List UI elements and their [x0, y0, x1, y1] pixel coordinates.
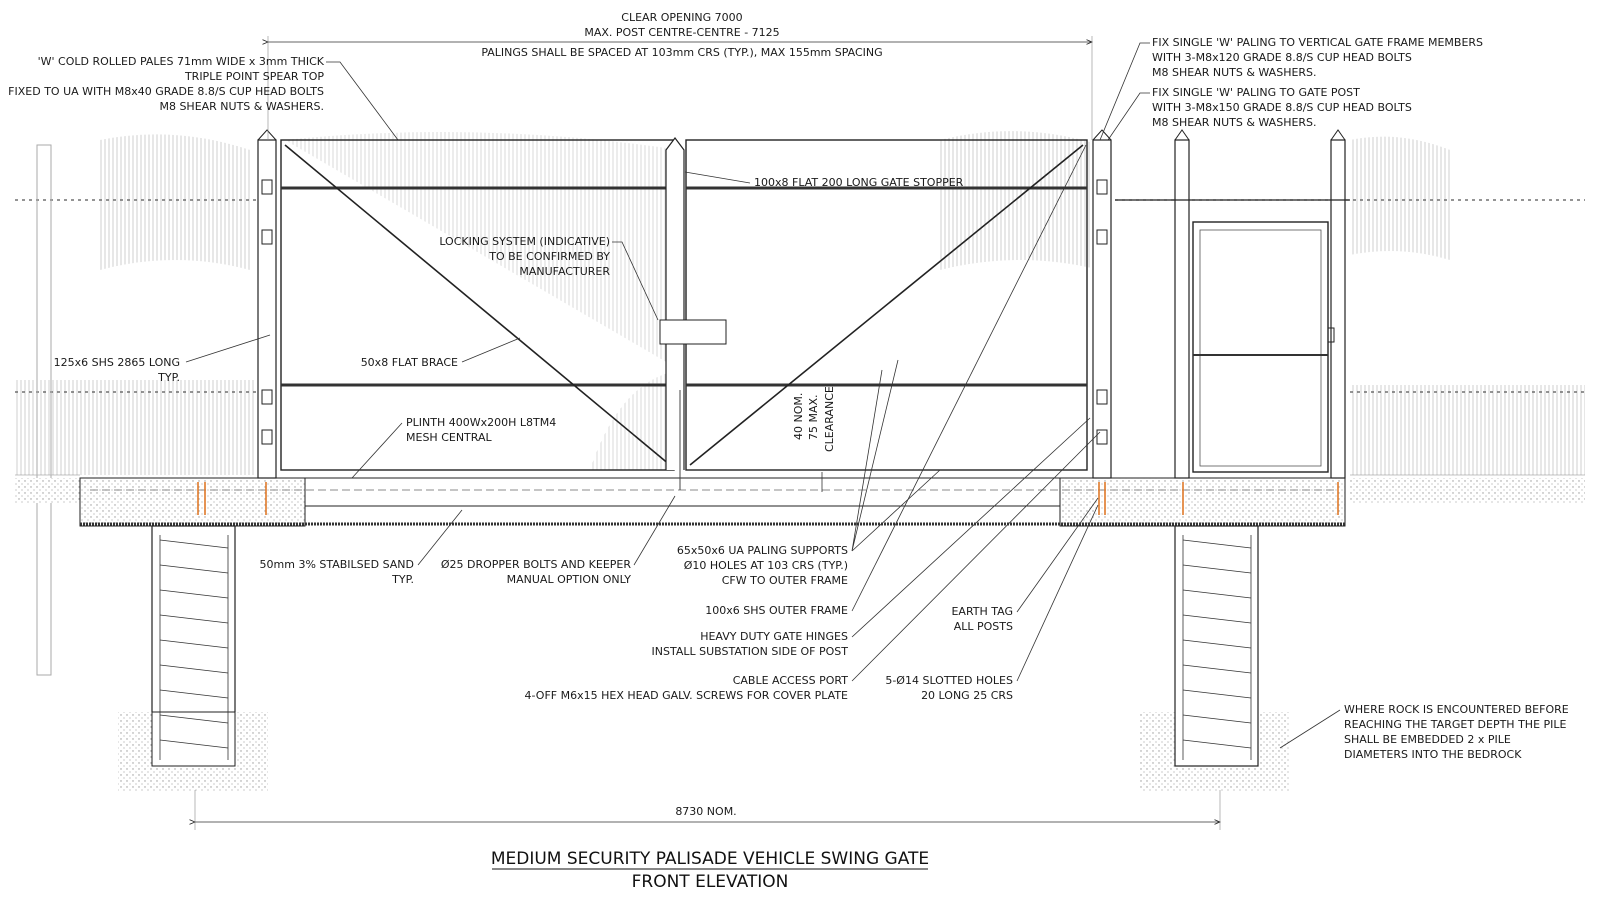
centre-plinth — [304, 477, 1061, 507]
dropper-note-1: Ø25 DROPPER BOLTS AND KEEPER — [441, 558, 632, 571]
fence-far-right-arch — [1350, 136, 1450, 260]
centre-pale-left — [665, 137, 685, 470]
right-gate-post — [1092, 139, 1112, 479]
gate-post-note-1: FIX SINGLE 'W' PALING TO GATE POST — [1152, 86, 1360, 99]
rock-note-1: WHERE ROCK IS ENCOUNTERED BEFORE — [1344, 703, 1569, 716]
shs-post-note-1: 125x6 SHS 2865 LONG — [54, 356, 180, 369]
right-pile — [1140, 525, 1290, 792]
earth-tag-note-1: EARTH TAG — [951, 605, 1013, 618]
clear-opening-label: CLEAR OPENING 7000 — [621, 11, 742, 24]
clearance-label-3: CLEARANCE — [823, 386, 836, 452]
stopper-label: 100x8 FLAT 200 LONG GATE STOPPER — [754, 176, 964, 189]
gate-frame-note-1: FIX SINGLE 'W' PALING TO VERTICAL GATE F… — [1152, 36, 1483, 49]
annotations: CLEAR OPENING 7000 MAX. POST CENTRE-CENT… — [8, 11, 1569, 892]
ped-post-left — [1174, 139, 1190, 479]
gate-post-note-2: WITH 3-M8x150 GRADE 8.8/S CUP HEAD BOLTS — [1152, 101, 1412, 114]
earth-tag-note-2: ALL POSTS — [954, 620, 1013, 633]
sand-note-1: 50mm 3% STABILSED SAND — [260, 558, 414, 571]
shs-post-note-2: TYP. — [157, 371, 180, 384]
left-pile — [118, 525, 268, 792]
dimension-lines — [195, 36, 1220, 830]
cable-port-note-2: 4-OFF M6x15 HEX HEAD GALV. SCREWS FOR CO… — [525, 689, 849, 702]
pales-note-4: M8 SHEAR NUTS & WASHERS. — [159, 100, 324, 113]
gate-posts — [257, 129, 1112, 479]
fence-right-lower — [1350, 385, 1585, 475]
fence-left-arch — [100, 134, 250, 270]
locking-note-1: LOCKING SYSTEM (INDICATIVE) — [439, 235, 610, 248]
leader-lines — [185, 42, 1341, 749]
paling-spacing-label: PALINGS SHALL BE SPACED AT 103mm CRS (TY… — [481, 46, 882, 59]
gate-post-note-3: M8 SHEAR NUTS & WASHERS. — [1152, 116, 1317, 129]
pales-note-1: 'W' COLD ROLLED PALES 71mm WIDE x 3mm TH… — [38, 55, 325, 68]
fence-right-arch — [940, 131, 1100, 270]
lock-box — [659, 319, 727, 345]
sand-note-2: TYP. — [391, 573, 414, 586]
ua-supports-note-2: Ø10 HOLES AT 103 CRS (TYP.) — [684, 559, 848, 572]
pales-note-3: FIXED TO UA WITH M8x40 GRADE 8.8/S CUP H… — [8, 85, 324, 98]
post-centres-label: MAX. POST CENTRE-CENTRE - 7125 — [584, 26, 779, 39]
plinth-note-2: MESH CENTRAL — [406, 431, 492, 444]
hinges-note-1: HEAVY DUTY GATE HINGES — [700, 630, 848, 643]
locking-note-2: TO BE CONFIRMED BY — [488, 250, 610, 263]
left-gate-post — [257, 139, 277, 479]
gate-frame-note-2: WITH 3-M8x120 GRADE 8.8/S CUP HEAD BOLTS — [1152, 51, 1412, 64]
gate-frame-note-3: M8 SHEAR NUTS & WASHERS. — [1152, 66, 1317, 79]
locking-note-3: MANUFACTURER — [519, 265, 610, 278]
left-brace — [284, 144, 671, 466]
clearance-label-2: 75 MAX. — [807, 394, 820, 440]
brace-label: 50x8 FLAT BRACE — [361, 356, 458, 369]
slotted-note-2: 20 LONG 25 CRS — [921, 689, 1013, 702]
right-leaf-frame — [685, 139, 1088, 471]
left-plinth — [79, 477, 306, 527]
swing-gate-leaves — [280, 137, 1088, 490]
rock-note-4: DIAMETERS INTO THE BEDROCK — [1344, 748, 1522, 761]
fence-left-lower — [15, 380, 255, 475]
rock-note-3: SHALL BE EMBEDDED 2 x PILE — [1344, 733, 1511, 746]
background-fence — [15, 131, 1585, 676]
rock-note-2: REACHING THE TARGET DEPTH THE PILE — [1344, 718, 1567, 731]
overall-dimension-label: 8730 NOM. — [675, 805, 736, 818]
outer-frame-label: 100x6 SHS OUTER FRAME — [705, 604, 848, 617]
clearance-label-1: 40 NOM. — [792, 393, 805, 440]
plinth-note-1: PLINTH 400Wx200H L8TM4 — [406, 416, 556, 429]
fence-centre-arch — [285, 132, 680, 470]
foundations — [15, 477, 1585, 792]
right-plinth — [1059, 477, 1346, 527]
right-brace — [689, 144, 1084, 466]
holding-down-bolts — [197, 482, 1339, 515]
ped-gate-handle — [1327, 327, 1335, 343]
dropper-note-2: MANUAL OPTION ONLY — [507, 573, 632, 586]
ua-supports-note-3: CFW TO OUTER FRAME — [722, 574, 848, 587]
ground-fill-right — [1350, 478, 1585, 503]
drawing-subtitle: FRONT ELEVATION — [632, 872, 789, 892]
pales-note-2: TRIPLE POINT SPEAR TOP — [184, 70, 324, 83]
drawing-title: MEDIUM SECURITY PALISADE VEHICLE SWING G… — [491, 849, 929, 869]
cable-port-note-1: CABLE ACCESS PORT — [733, 674, 849, 687]
fence-post-far-left — [36, 144, 52, 676]
pedestrian-gate — [1115, 129, 1350, 479]
ped-gate-leaf — [1192, 221, 1329, 473]
hinges-note-2: INSTALL SUBSTATION SIDE OF POST — [652, 645, 849, 658]
ua-supports-note-1: 65x50x6 UA PALING SUPPORTS — [677, 544, 848, 557]
ground-fill-left — [15, 478, 80, 503]
slotted-note-1: 5-Ø14 SLOTTED HOLES — [885, 674, 1013, 687]
ped-post-right — [1330, 139, 1346, 479]
